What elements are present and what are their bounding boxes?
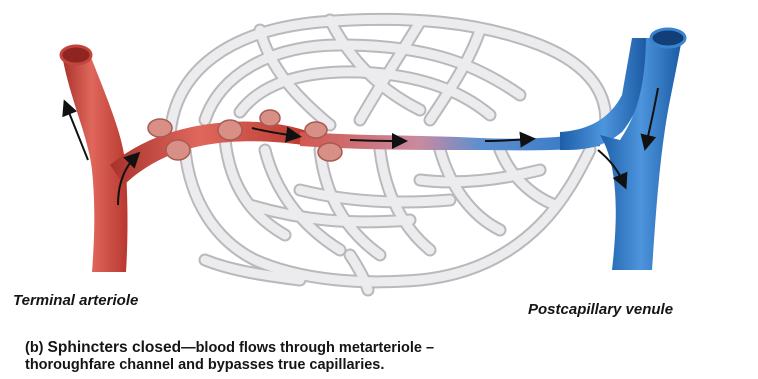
sphincter <box>260 110 280 126</box>
sphincter <box>148 119 172 137</box>
sphincter <box>305 122 327 138</box>
figure-caption: (b) Sphincters closed—blood flows throug… <box>25 339 725 374</box>
sphincter <box>318 143 342 161</box>
sphincter <box>218 120 242 140</box>
caption-tag: (b) <box>25 340 44 356</box>
capillary-network <box>170 19 606 290</box>
flow-arrow <box>350 140 402 141</box>
metarteriole-channel <box>300 132 600 150</box>
caption-line-2: thoroughfare channel and bypasses true c… <box>25 357 384 373</box>
sphincter <box>166 140 190 160</box>
caption-heading: Sphincters closed <box>48 339 182 356</box>
caption-line-1: —blood flows through metarteriole – <box>181 340 434 356</box>
terminal-arteriole-label: Terminal arteriole <box>13 292 138 309</box>
postcapillary-venule-label: Postcapillary venule <box>528 301 673 318</box>
